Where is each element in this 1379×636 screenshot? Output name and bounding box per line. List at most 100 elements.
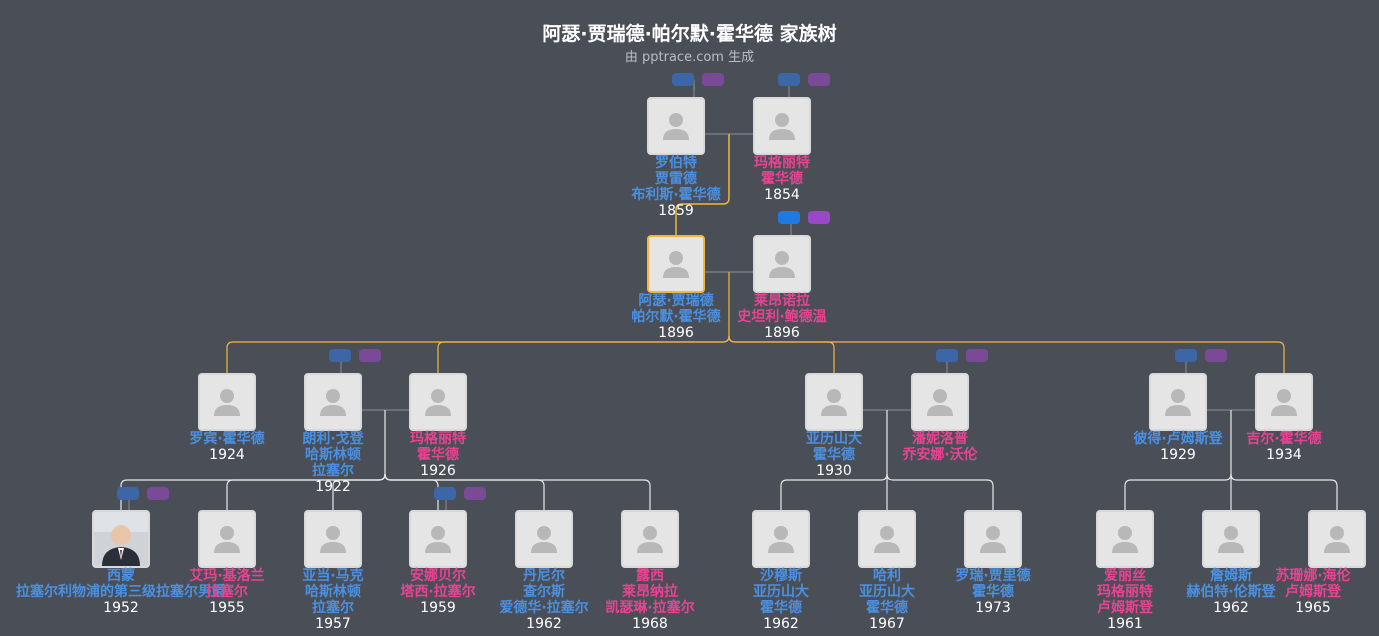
person-node[interactable]: 吉尔·霍华德 1934 <box>1246 373 1322 463</box>
person-node[interactable]: 沙穆斯 亚历山大 霍华德 1962 <box>752 510 810 632</box>
person-name-line: 史坦利·鲍德温 <box>737 309 827 325</box>
person-name-line: 哈利 <box>873 568 901 584</box>
person-avatar-placeholder <box>621 510 679 568</box>
person-node[interactable]: 爱丽丝 玛格丽特 卢姆斯登 1961 <box>1096 510 1154 632</box>
person-node[interactable]: 亚当·马克 哈斯林顿 拉塞尔 1957 <box>302 510 364 632</box>
person-birth-year: 1859 <box>658 203 694 219</box>
portrait-photo-icon <box>94 512 148 566</box>
person-name-line: 拉塞尔利物浦的第三级拉塞尔男爵 <box>16 584 226 600</box>
person-label: 彼得·卢姆斯登 1929 <box>1074 431 1282 463</box>
person-node[interactable]: 亚历山大 霍华德 1930 <box>805 373 863 479</box>
ancestor-toggle-female[interactable] <box>702 73 724 86</box>
person-node[interactable]: 哈利 亚历山大 霍华德 1967 <box>858 510 916 632</box>
focus-person-node[interactable]: 阿瑟·贾瑞德 帕尔默·霍华德 1896 <box>631 235 721 341</box>
person-name-line: 亚历山大 <box>753 584 809 600</box>
person-avatar-placeholder <box>858 510 916 568</box>
ancestor-toggle-female[interactable] <box>1205 349 1227 362</box>
ancestor-toggle-male[interactable] <box>672 73 694 86</box>
ancestor-toggle-female[interactable] <box>464 487 486 500</box>
person-label: 玛格丽特 霍华德 1926 <box>334 431 542 479</box>
person-birth-year: 1965 <box>1295 600 1331 616</box>
person-node[interactable]: 詹姆斯 赫伯特·伦斯登 1962 <box>1186 510 1276 616</box>
person-label: 莱昂诺拉 史坦利·鲍德温 1896 <box>678 293 886 341</box>
ancestor-toggle-male[interactable] <box>117 487 139 500</box>
person-label: 沙穆斯 亚历山大 霍华德 1962 <box>677 568 885 632</box>
ancestor-toggle-male[interactable] <box>1175 349 1197 362</box>
person-name-line: 霍华德 <box>813 447 855 463</box>
person-label: 爱丽丝 玛格丽特 卢姆斯登 1961 <box>1021 568 1229 632</box>
person-name-line: 罗宾·霍华德 <box>189 431 265 447</box>
person-node[interactable]: 西蒙 拉塞尔利物浦的第三级拉塞尔男爵 1952 <box>16 510 226 616</box>
person-silhouette-icon <box>1112 526 1138 553</box>
person-birth-year: 1896 <box>658 325 694 341</box>
person-birth-year: 1934 <box>1266 447 1302 463</box>
ancestor-toggle-female[interactable] <box>966 349 988 362</box>
person-node[interactable]: 艾玛·基洛兰 拉塞尔 1955 <box>189 510 265 616</box>
person-node[interactable]: 玛格丽特 霍华德 1926 <box>409 373 467 479</box>
person-avatar-placeholder <box>304 373 362 431</box>
person-avatar-placeholder <box>647 235 705 293</box>
person-label: 罗瑞·贾里德 霍华德 1973 <box>889 568 1097 616</box>
person-label: 西蒙 拉塞尔利物浦的第三级拉塞尔男爵 1952 <box>0 568 248 616</box>
ancestor-toggle-male[interactable] <box>434 487 456 500</box>
person-name-line: 西蒙 <box>107 568 135 584</box>
ancestor-toggle-male[interactable] <box>778 211 800 224</box>
person-node[interactable]: 罗瑞·贾里德 霍华德 1973 <box>955 510 1031 616</box>
person-silhouette-icon <box>663 251 689 278</box>
person-node[interactable]: 丹尼尔 查尔斯 爱德华·拉塞尔 1962 <box>499 510 589 632</box>
person-avatar-placeholder <box>409 510 467 568</box>
ancestor-toggle-female[interactable] <box>359 349 381 362</box>
person-node[interactable]: 安娜贝尔 塔西·拉塞尔 1959 <box>400 510 476 616</box>
person-node[interactable]: 潘妮洛普 乔安娜·沃伦 <box>902 373 978 463</box>
person-node[interactable]: 露西 莱昂纳拉 凯瑟琳·拉塞尔 1968 <box>605 510 695 632</box>
person-birth-year: 1959 <box>420 600 456 616</box>
person-name-line: 卢姆斯登 <box>1285 584 1341 600</box>
person-avatar-placeholder <box>1202 510 1260 568</box>
person-avatar-placeholder <box>198 373 256 431</box>
person-label: 苏珊娜·海伦 卢姆斯登 1965 <box>1247 568 1379 616</box>
person-node[interactable]: 苏珊娜·海伦 卢姆斯登 1965 <box>1275 510 1366 616</box>
person-silhouette-icon <box>425 526 451 553</box>
person-name-line: 吉尔·霍华德 <box>1246 431 1322 447</box>
person-avatar-placeholder <box>753 235 811 293</box>
person-avatar-placeholder <box>805 373 863 431</box>
person-name-line: 爱丽丝 <box>1104 568 1146 584</box>
person-name-line: 乔安娜·沃伦 <box>902 447 978 463</box>
person-node[interactable]: 莱昂诺拉 史坦利·鲍德温 1896 <box>737 235 827 341</box>
person-silhouette-icon <box>980 526 1006 553</box>
person-birth-year: 1929 <box>1160 447 1196 463</box>
person-name-line: 玛格丽特 <box>754 155 810 171</box>
person-node[interactable]: 罗伯特 贾雷德 布利斯·霍华德 1859 <box>631 97 721 219</box>
person-name-line: 亚历山大 <box>859 584 915 600</box>
person-node[interactable]: 彼得·卢姆斯登 1929 <box>1133 373 1223 463</box>
person-birth-year: 1957 <box>315 616 351 632</box>
person-name-line: 霍华德 <box>972 584 1014 600</box>
person-silhouette-icon <box>663 113 689 140</box>
ancestor-toggle-male[interactable] <box>778 73 800 86</box>
person-silhouette-icon <box>927 389 953 416</box>
person-label: 露西 莱昂纳拉 凯瑟琳·拉塞尔 1968 <box>546 568 754 632</box>
person-avatar-placeholder <box>198 510 256 568</box>
person-label: 安娜贝尔 塔西·拉塞尔 1959 <box>334 568 542 616</box>
person-avatar-placeholder <box>647 97 705 155</box>
ancestor-toggle-female[interactable] <box>147 487 169 500</box>
person-avatar-placeholder <box>1255 373 1313 431</box>
person-avatar-placeholder <box>304 510 362 568</box>
ancestor-toggle-male[interactable] <box>329 349 351 362</box>
person-label: 罗伯特 贾雷德 布利斯·霍华德 1859 <box>572 155 780 219</box>
person-node[interactable]: 罗宾·霍华德 1924 <box>189 373 265 463</box>
person-name-line: 霍华德 <box>417 447 459 463</box>
person-name-line: 哈斯林顿 <box>305 584 361 600</box>
person-birth-year: 1924 <box>209 447 245 463</box>
person-node[interactable]: 朗利·戈登 哈斯林顿 拉塞尔 1922 <box>302 373 364 495</box>
person-birth-year: 1955 <box>209 600 245 616</box>
person-photo <box>94 512 148 566</box>
ancestor-toggle-female[interactable] <box>808 73 830 86</box>
person-node[interactable]: 玛格丽特 霍华德 1854 <box>753 97 811 203</box>
person-avatar-placeholder <box>1149 373 1207 431</box>
ancestor-toggle-male[interactable] <box>936 349 958 362</box>
page-title: 阿瑟·贾瑞德·帕尔默·霍华德 家族树 <box>542 23 837 45</box>
person-avatar-placeholder <box>752 510 810 568</box>
person-name-line: 艾玛·基洛兰 <box>189 568 265 584</box>
ancestor-toggle-female[interactable] <box>808 211 830 224</box>
